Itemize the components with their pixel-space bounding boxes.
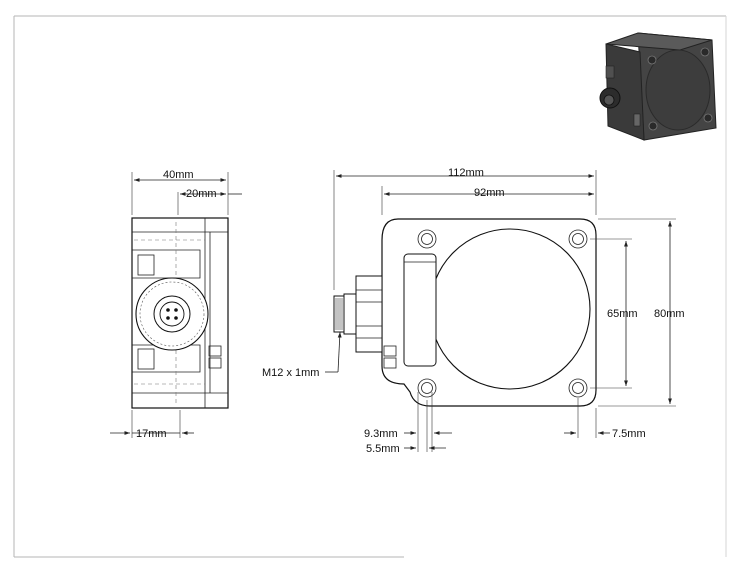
front-view bbox=[333, 218, 597, 407]
connector-side bbox=[333, 275, 383, 353]
sensing-face bbox=[429, 228, 591, 390]
dim-hole-offset-b: 5.5mm bbox=[366, 443, 400, 455]
dim-height: 80mm bbox=[654, 308, 685, 320]
dim-hole-edge-offset: 7.5mm bbox=[612, 428, 646, 440]
product-3d-render bbox=[599, 32, 717, 141]
mounting-holes bbox=[417, 229, 588, 398]
dim-connector-thread: M12 x 1mm bbox=[262, 367, 319, 379]
dim-side-offset: 17mm bbox=[136, 428, 167, 440]
drawing-frame bbox=[13, 15, 727, 558]
dim-side-width: 40mm bbox=[163, 169, 194, 181]
front-dimensions: 112mm 92mm 65mm 80mm M12 x 1mm 9.3mm 5.5… bbox=[262, 167, 685, 455]
dim-total-length: 112mm bbox=[448, 167, 484, 179]
dim-side-half: 20mm bbox=[186, 188, 217, 200]
dim-body-length: 92mm bbox=[474, 187, 505, 199]
side-dimensions: 40mm 20mm 17mm bbox=[110, 169, 242, 440]
side-view bbox=[131, 217, 229, 409]
dim-hole-spacing: 65mm bbox=[607, 308, 638, 320]
dim-hole-offset-a: 9.3mm bbox=[364, 428, 398, 440]
